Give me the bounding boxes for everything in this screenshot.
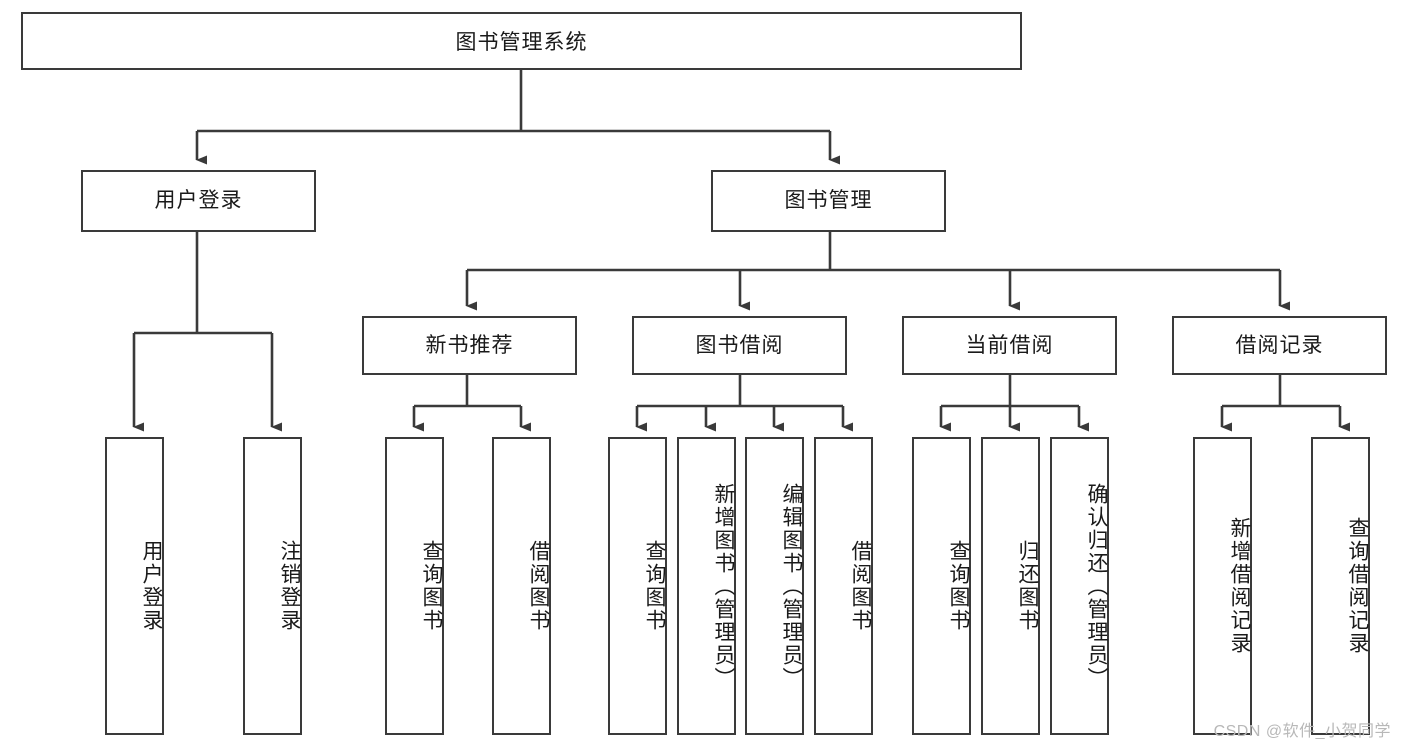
node-user-login-label: 用户登录 [154, 189, 243, 213]
node-book-borrow-label: 图书借阅 [695, 333, 784, 357]
leaf-current-return-book-label: 归还图书 [1016, 540, 1039, 632]
leaf-current-query-book-label: 查询图书 [947, 540, 970, 632]
node-borrow-record[interactable]: 借阅记录 [1172, 316, 1387, 375]
node-borrow-record-label: 借阅记录 [1235, 333, 1324, 357]
leaf-record-query-label: 查询借阅记录 [1346, 517, 1369, 655]
node-book-management-label: 图书管理 [784, 189, 873, 213]
node-current-borrow-label: 当前借阅 [965, 333, 1054, 357]
leaf-recommend-query-book[interactable]: 查询图书 [385, 437, 444, 735]
leaf-current-confirm-return[interactable]: 确认归还（管理员） [1050, 437, 1109, 735]
leaf-user-logout[interactable]: 注销登录 [243, 437, 302, 735]
leaf-borrow-query-book[interactable]: 查询图书 [608, 437, 667, 735]
leaf-user-login[interactable]: 用户登录 [105, 437, 164, 735]
node-new-book-recommend-label: 新书推荐 [425, 333, 514, 357]
leaf-user-logout-label: 注销登录 [278, 540, 301, 632]
leaf-borrow-query-book-label: 查询图书 [643, 540, 666, 632]
node-book-borrow[interactable]: 图书借阅 [632, 316, 847, 375]
leaf-current-return-book[interactable]: 归还图书 [981, 437, 1040, 735]
watermark: CSDN @软件_小贺同学 [1213, 723, 1391, 740]
leaf-record-add-label: 新增借阅记录 [1228, 517, 1251, 655]
node-current-borrow[interactable]: 当前借阅 [902, 316, 1117, 375]
leaf-recommend-borrow-book[interactable]: 借阅图书 [492, 437, 551, 735]
leaf-recommend-borrow-book-label: 借阅图书 [527, 540, 550, 632]
node-book-management[interactable]: 图书管理 [711, 170, 946, 232]
leaf-user-login-label: 用户登录 [140, 540, 163, 632]
leaf-borrow-lend-book[interactable]: 借阅图书 [814, 437, 873, 735]
node-root-system[interactable]: 图书管理系统 [21, 12, 1022, 70]
leaf-borrow-add-book-label: 新增图书（管理员） [712, 482, 735, 690]
leaf-recommend-query-book-label: 查询图书 [420, 540, 443, 632]
node-root-label: 图书管理系统 [455, 31, 588, 54]
leaf-borrow-add-book[interactable]: 新增图书（管理员） [677, 437, 736, 735]
leaf-borrow-lend-book-label: 借阅图书 [849, 540, 872, 632]
leaf-record-query[interactable]: 查询借阅记录 [1311, 437, 1370, 735]
leaf-current-query-book[interactable]: 查询图书 [912, 437, 971, 735]
leaf-borrow-edit-book[interactable]: 编辑图书（管理员） [745, 437, 804, 735]
leaf-current-confirm-return-label: 确认归还（管理员） [1085, 482, 1108, 690]
leaf-borrow-edit-book-label: 编辑图书（管理员） [780, 482, 803, 690]
node-new-book-recommend[interactable]: 新书推荐 [362, 316, 577, 375]
node-user-login[interactable]: 用户登录 [81, 170, 316, 232]
leaf-record-add[interactable]: 新增借阅记录 [1193, 437, 1252, 735]
